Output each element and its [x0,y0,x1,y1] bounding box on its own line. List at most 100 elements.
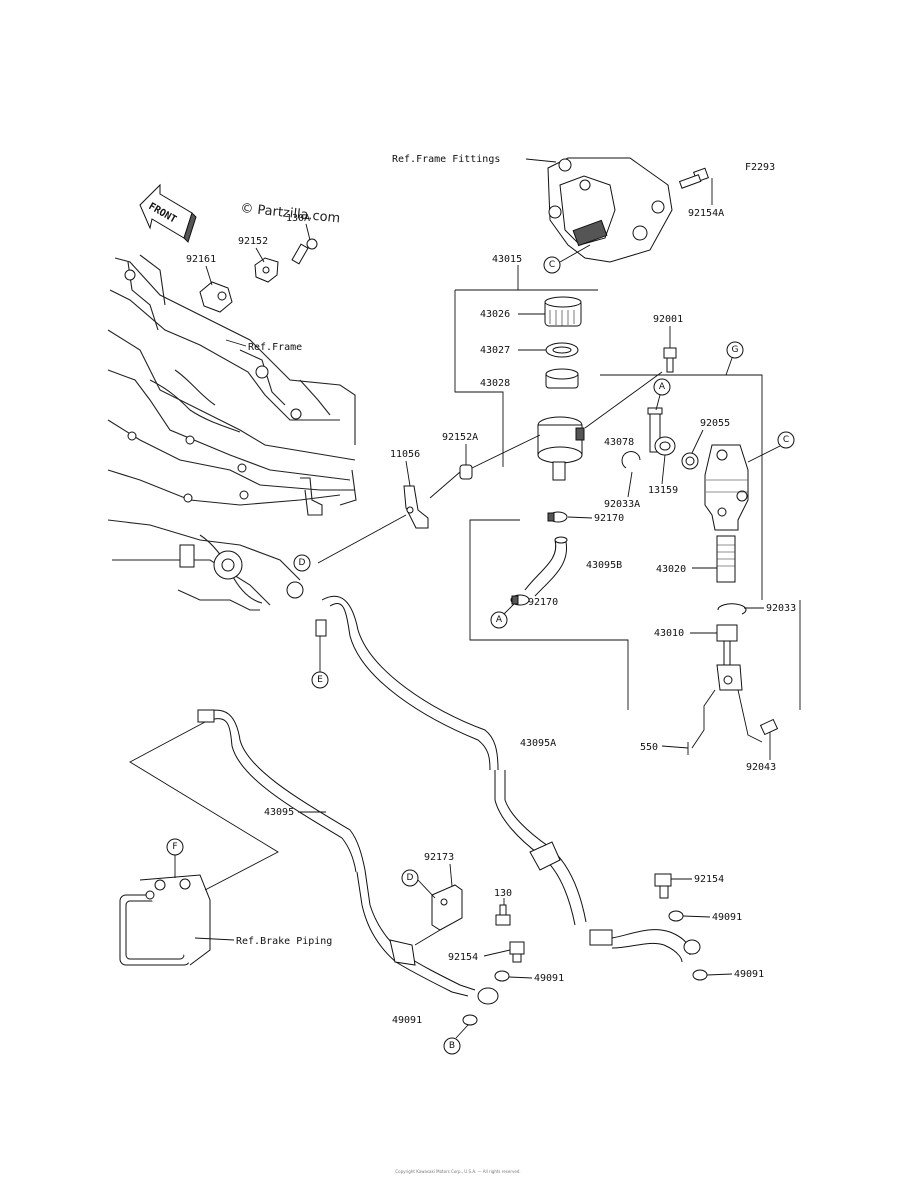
label-92170-upper: 92170 [594,513,624,524]
callout-e-text: E [317,675,323,685]
callout-g-text: G [732,345,739,355]
bolt-92154A [678,167,709,189]
label-92154-left: 92154 [448,952,478,963]
hose-bracket-92173 [431,884,463,931]
hose-43095A-edge [329,603,491,771]
hose-fitting-right [529,841,561,871]
reservoir-bracket [547,157,673,263]
hose-banjo-right-edge [611,942,683,963]
piston-assembly [716,535,736,583]
callout-a-bottom-text: A [496,615,503,625]
reservoir-cap [544,296,582,327]
label-130: 130 [494,888,512,899]
hose-clamp-upper [547,511,568,523]
label-550: 550 [640,742,658,753]
bolt-130 [495,904,511,926]
callout-g: G [726,341,744,359]
label-130A: 130A [286,213,310,224]
callout-f: F [166,838,184,856]
hose-banjo-right [611,929,691,956]
label-92173: 92173 [424,852,454,863]
callout-a-top-text: A [659,382,666,392]
oring-92055-inner [685,456,695,466]
bolt-92001 [663,347,677,373]
label-92152: 92152 [238,236,268,247]
hose-clamp-lower [510,594,530,606]
callout-a-top: A [653,378,671,396]
hose-fitting-center [589,929,613,946]
label-11056: 11056 [390,449,420,460]
hose-fitting-left [389,939,416,966]
hose-43095A [321,595,499,771]
frame-bracket-group [199,238,318,313]
label-43095: 43095 [264,807,294,818]
push-rod [716,624,743,691]
label-92154A: 92154A [688,208,724,219]
hose-lower-right [494,770,576,926]
label-92055: 92055 [700,418,730,429]
banjo-bolt-left [509,941,525,963]
washer-49091-d [692,969,708,981]
label-92001: 92001 [653,314,683,325]
damper-92152A [459,464,473,480]
hose-43095B-end [554,536,568,544]
ref-frame-label: Ref.Frame [248,342,302,353]
label-43010: 43010 [654,628,684,639]
ref-brake-piping-label: Ref.Brake Piping [236,936,332,947]
label-43078: 43078 [604,437,634,448]
label-92161: 92161 [186,254,216,265]
diaphragm-plate-inner [552,346,572,354]
grommet-13159-inner [659,441,671,451]
master-cylinder-body [704,444,749,531]
callout-a-bottom: A [490,611,508,629]
label-43095A: 43095A [520,738,556,749]
label-49091-a: 49091 [534,973,564,984]
callout-b-text: B [449,1041,455,1051]
banjo-bolt-right [654,873,672,899]
diagram-id: F2293 [745,162,775,173]
frame-drawing [107,254,357,611]
label-92033A: 92033A [604,499,640,510]
label-43027: 43027 [480,345,510,356]
washer-49091-c [668,910,684,922]
front-arrow-icon: FRONT [139,183,197,243]
label-43095B: 43095B [586,560,622,571]
circlip-92033A [621,451,641,469]
label-92170-lower: 92170 [528,597,558,608]
label-92152A: 92152A [442,432,478,443]
hose-43095-edge [209,718,357,873]
label-92033: 92033 [766,603,796,614]
label-92154-right: 92154 [694,874,724,885]
fitting-tube [647,407,663,453]
callout-f-text: F [172,842,177,852]
pin-92043 [759,718,779,736]
bracket-11056 [403,485,429,529]
washer-49091-b [462,1014,478,1026]
callout-d-bottom: D [401,869,419,887]
callout-c-top: C [543,256,561,274]
label-92043: 92043 [746,762,776,773]
washer-49091-a [494,970,510,982]
label-13159: 13159 [648,485,678,496]
banjo-fitting-left [477,987,499,1005]
abs-unit [119,874,211,966]
hose-43095B-edge [534,541,568,597]
footer-copyright: Copyright Kawasaki Motors Corp., U.S.A. … [395,1169,520,1174]
label-49091-c: 49091 [712,912,742,923]
label-49091-d: 49091 [734,969,764,980]
callout-c-right-text: C [783,435,789,445]
hose-43095A-end [315,619,327,637]
reservoir-tank [537,416,585,481]
callout-b: B [443,1037,461,1055]
callout-e: E [311,671,329,689]
callout-d-bottom-text: D [407,873,414,883]
label-49091-b: 49091 [392,1015,422,1026]
callout-d-left-text: D [299,558,306,568]
diaphragm [545,368,579,389]
callout-d-left: D [293,554,311,572]
label-43028: 43028 [480,378,510,389]
label-43015: 43015 [492,254,522,265]
label-43020: 43020 [656,564,686,575]
hose-43095-end [197,709,215,723]
circlip-92033 [717,603,747,615]
